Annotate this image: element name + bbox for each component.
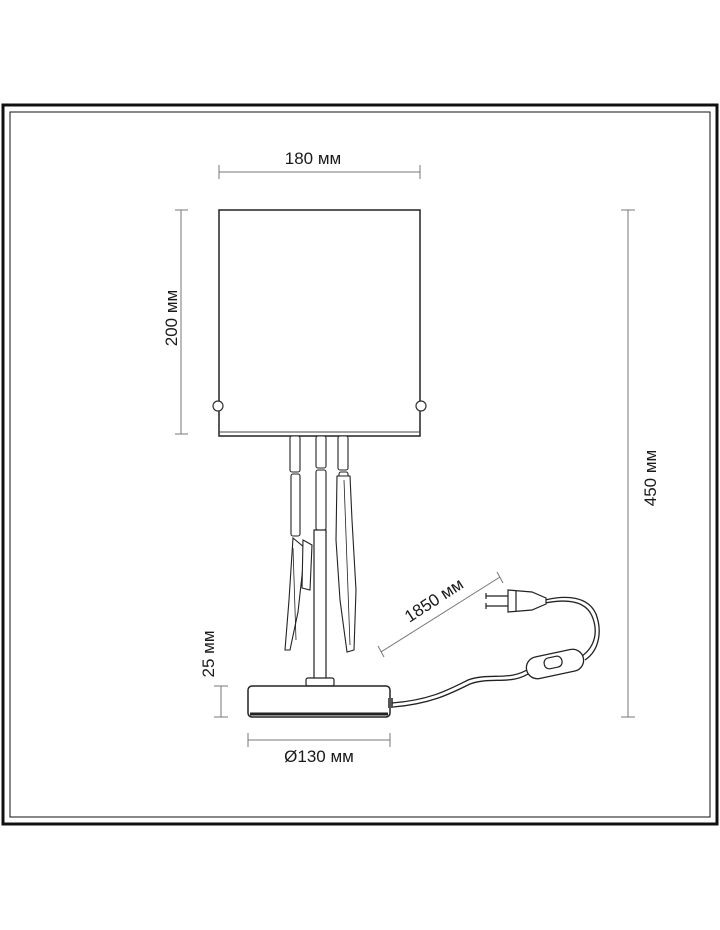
base-height-label: 25 мм bbox=[199, 630, 218, 677]
power-cord bbox=[391, 596, 600, 708]
total-height-label: 450 мм bbox=[641, 450, 660, 506]
base-diameter-label: Ø130 мм bbox=[284, 747, 354, 766]
power-plug bbox=[485, 589, 547, 613]
cord-switch bbox=[525, 648, 585, 680]
shade-height-label: 200 мм bbox=[162, 290, 181, 346]
dimension-shade-width bbox=[218, 165, 421, 179]
drawing-frame bbox=[1, 103, 719, 826]
lamp-stem bbox=[305, 529, 335, 687]
dimension-base-height bbox=[214, 685, 228, 718]
dimension-cord-length bbox=[377, 571, 504, 658]
shade-width-label: 180 мм bbox=[285, 149, 341, 168]
lamp-base bbox=[247, 685, 393, 718]
lamp-shade bbox=[212, 209, 427, 437]
crystal-pendants bbox=[284, 435, 357, 653]
dimension-base-diameter bbox=[247, 733, 391, 747]
dimension-shade-height bbox=[175, 209, 188, 435]
dimension-total-height bbox=[621, 209, 635, 718]
